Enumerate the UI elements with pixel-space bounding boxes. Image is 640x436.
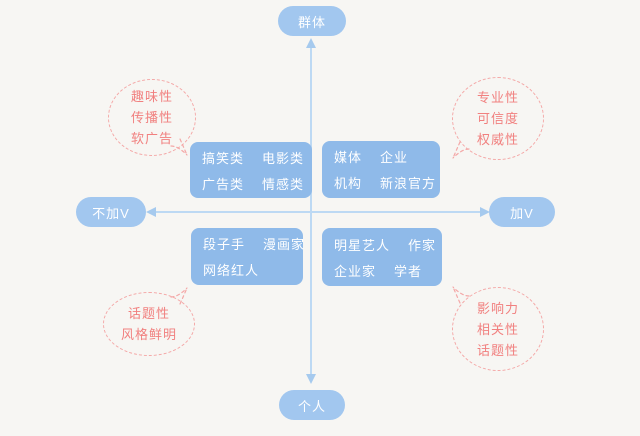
callout-bottom-right: 影响力 相关性 话题性 — [452, 287, 544, 371]
quadrant-item: 广告类 — [202, 176, 245, 192]
quadrant-bottom-right: 明星艺人 作家 企业家 学者 — [322, 228, 442, 286]
callout-top-left: 趣味性 传播性 软广告 — [108, 79, 196, 156]
axis-label-left: 不加V — [76, 197, 146, 227]
arrow-left-icon — [146, 207, 156, 217]
quadrant-item: 企业 — [380, 150, 409, 165]
quadrant-item: 机构 — [334, 176, 363, 191]
quadrant-item: 电影类 — [262, 150, 305, 166]
callout-line: 风格鲜明 — [120, 327, 177, 342]
quadrant-row: 企业家 学者 — [334, 261, 430, 280]
quadrant-row: 明星艺人 作家 — [334, 235, 435, 254]
arrow-up-icon — [306, 38, 316, 48]
callout-tail-icon — [170, 287, 188, 305]
axis-label-bottom: 个人 — [279, 390, 345, 420]
quadrant-item: 新浪官方 — [380, 176, 437, 191]
callout-line: 软广告 — [130, 131, 173, 146]
callout-tail-icon — [452, 141, 470, 159]
axis-label-right: 加V — [489, 197, 555, 227]
quadrant-item: 搞笑类 — [202, 150, 245, 166]
quadrant-item: 媒体 — [334, 150, 363, 165]
quadrant-item: 网络红人 — [203, 263, 260, 278]
callout-line: 传播性 — [130, 110, 173, 125]
quadrant-top-left: 搞笑类 电影类 广告类 情感类 — [190, 142, 312, 198]
quadrant-row: 广告类 情感类 — [202, 174, 303, 193]
callout-top-right: 专业性 可信度 权威性 — [452, 77, 544, 160]
quadrant-top-right: 媒体 企业 机构 新浪官方 — [322, 141, 440, 198]
callout-line: 趣味性 — [130, 89, 173, 104]
quadrant-item: 企业家 — [334, 263, 377, 279]
callout-line: 相关性 — [476, 321, 519, 337]
callout-line: 话题性 — [127, 306, 170, 321]
callout-tail-icon — [452, 286, 470, 304]
arrow-right-icon — [480, 207, 490, 217]
arrow-down-icon — [306, 374, 316, 384]
quadrant-row: 段子手 漫画家 — [203, 234, 304, 253]
callout-line: 话题性 — [476, 342, 519, 358]
quadrant-row: 搞笑类 电影类 — [202, 148, 303, 167]
axis-label-top: 群体 — [278, 6, 346, 36]
callout-bottom-left: 话题性 风格鲜明 — [103, 292, 195, 356]
quadrant-item: 学者 — [394, 263, 423, 279]
quadrant-row: 媒体 企业 — [334, 147, 428, 166]
quadrant-item: 段子手 — [203, 237, 246, 252]
callout-line: 可信度 — [476, 111, 519, 126]
quadrant-bottom-left: 段子手 漫画家 网络红人 — [191, 228, 304, 285]
quadrant-row: 机构 新浪官方 — [334, 173, 435, 192]
callout-line: 专业性 — [476, 90, 519, 105]
quadrant-row: 网络红人 — [203, 260, 291, 279]
quadrant-item: 明星艺人 — [334, 237, 391, 253]
quadrant-item: 漫画家 — [263, 237, 306, 252]
quadrant-item: 情感类 — [262, 176, 305, 192]
quadrant-item: 作家 — [408, 237, 437, 253]
callout-line: 影响力 — [476, 300, 519, 316]
callout-tail-icon — [170, 138, 188, 156]
callout-line: 权威性 — [476, 132, 519, 147]
